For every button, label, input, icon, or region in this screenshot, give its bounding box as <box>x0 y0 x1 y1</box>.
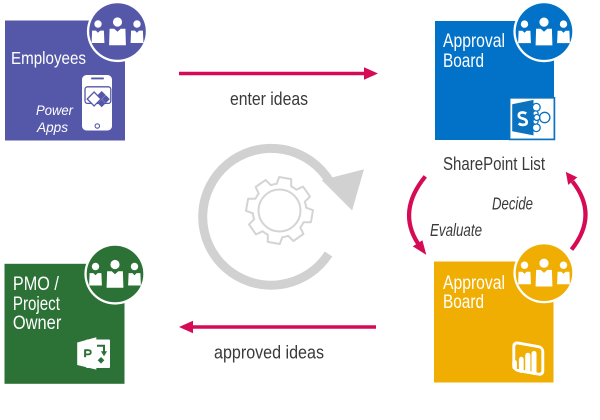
svg-text:Project: Project <box>13 294 61 315</box>
svg-text:Board: Board <box>443 292 484 313</box>
svg-text:Employees: Employees <box>11 48 86 68</box>
svg-text:Evaluate: Evaluate <box>430 220 482 240</box>
svg-text:Apps: Apps <box>36 120 68 135</box>
svg-text:SharePoint List: SharePoint List <box>443 154 545 174</box>
svg-text:Decide: Decide <box>492 194 533 214</box>
svg-text:Power: Power <box>36 103 73 118</box>
svg-text:Owner: Owner <box>13 313 62 334</box>
svg-text:Approval: Approval <box>443 273 505 294</box>
svg-text:PMO /: PMO / <box>13 274 60 295</box>
svg-text:enter ideas: enter ideas <box>230 88 308 109</box>
svg-text:Approval: Approval <box>443 31 505 52</box>
svg-text:approved ideas: approved ideas <box>214 342 324 363</box>
svg-text:Board: Board <box>443 51 484 72</box>
